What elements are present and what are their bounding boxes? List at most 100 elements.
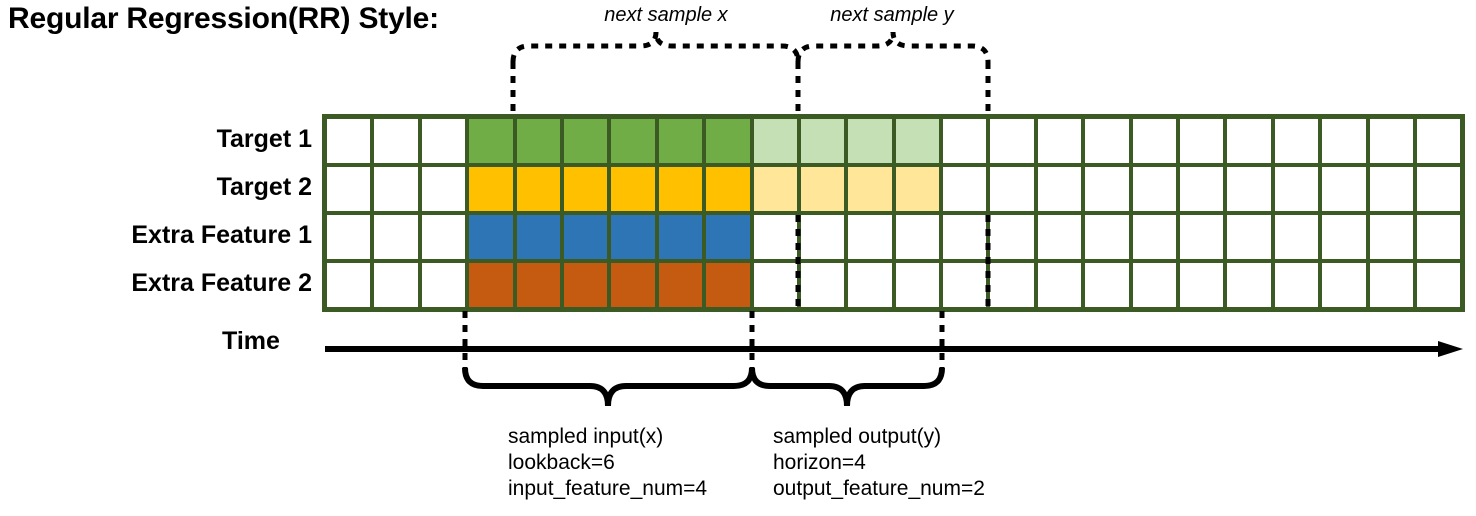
grid-cell-empty (421, 215, 466, 259)
grid-cell-input (611, 119, 655, 163)
grid-cell-input (611, 215, 655, 259)
grid-cell-empty (327, 215, 371, 259)
brace-sampled-input (462, 367, 755, 407)
grid-cell-empty (1085, 119, 1129, 163)
time-axis-arrow (325, 341, 1463, 357)
grid-cell-empty (1227, 215, 1271, 259)
grid-cell-empty (421, 119, 466, 163)
grid-cell-input (563, 263, 608, 307)
grid-cell-input (706, 119, 750, 163)
grid-cell-input (516, 167, 560, 211)
grid-cell-empty (374, 119, 418, 163)
grid-cell-empty (374, 263, 418, 307)
grid-cell-empty (1322, 119, 1366, 163)
grid-cell-empty (1180, 167, 1224, 211)
grid-cell-output (848, 167, 892, 211)
grid-cell-empty (1085, 167, 1129, 211)
grid-cell-empty (943, 215, 987, 259)
grid-cell-empty (753, 263, 797, 307)
grid-cell-empty (1274, 263, 1319, 307)
grid-cell-input (706, 167, 750, 211)
grid-cell-input (706, 215, 750, 259)
grid-cell-input (611, 167, 655, 211)
grid-cell-empty (1180, 215, 1224, 259)
grid-cell-input (563, 215, 608, 259)
grid-cell-empty (848, 263, 892, 307)
grid-cell-output (800, 119, 845, 163)
grid-cell-empty (1037, 263, 1082, 307)
grid-cell-input (469, 263, 513, 307)
caption-sampled-input: sampled input(x) lookback=6 input_featur… (508, 425, 708, 500)
page-title: Regular Regression(RR) Style: (8, 2, 439, 35)
grid-cell-empty (1180, 119, 1224, 163)
grid-cell-empty (800, 215, 845, 259)
grid-cell-empty (753, 215, 797, 259)
grid-cell-output (895, 119, 940, 163)
grid-cell-output (895, 167, 940, 211)
grid-cell-empty (1322, 215, 1366, 259)
caption-sampled-output: sampled output(y) horizon=4 output_featu… (773, 425, 985, 500)
grid-cell-empty (895, 263, 940, 307)
grid-cell-empty (800, 263, 845, 307)
brace-sampled-output (749, 367, 945, 407)
grid-cell-input (516, 263, 560, 307)
grid-cell-empty (374, 215, 418, 259)
grid-cell-empty (895, 215, 940, 259)
grid-cell-empty (943, 119, 987, 163)
grid-cell-empty (990, 215, 1034, 259)
grid-cell-input (706, 263, 750, 307)
grid-cell-empty (1132, 263, 1177, 307)
grid-cell-empty (327, 167, 371, 211)
grid-cell-empty (1274, 119, 1319, 163)
row-label-extra-feature-2: Extra Feature 2 (131, 269, 312, 297)
grid-cell-input (658, 215, 703, 259)
annotation-next-sample-x: next sample x (604, 4, 728, 26)
grid-cell-empty (1037, 119, 1082, 163)
grid-cell-empty (1369, 263, 1413, 307)
grid-cell-empty (1369, 119, 1413, 163)
grid-row (327, 167, 1461, 211)
grid-cell-input (469, 167, 513, 211)
grid-cell-output (848, 119, 892, 163)
grid-cell-empty (1322, 167, 1366, 211)
grid-cell-input (563, 119, 608, 163)
grid-cell-empty (1274, 167, 1319, 211)
grid-cell-empty (1416, 263, 1461, 307)
grid-cell-empty (421, 263, 466, 307)
grid-cell-input (516, 119, 560, 163)
grid-cell-input (563, 167, 608, 211)
grid-cell-empty (943, 167, 987, 211)
grid-cell-output (753, 167, 797, 211)
grid-cell-empty (848, 215, 892, 259)
grid-cell-empty (990, 119, 1034, 163)
grid-cell-input (611, 263, 655, 307)
grid-cell-empty (1037, 167, 1082, 211)
grid-cell-input (658, 119, 703, 163)
grid-cell-empty (990, 263, 1034, 307)
grid-cell-output (800, 167, 845, 211)
grid-cell-input (658, 263, 703, 307)
brace-next-sample-y (795, 31, 991, 63)
grid-row (327, 263, 1461, 307)
grid-cell-empty (1227, 119, 1271, 163)
grid-cell-empty (1132, 215, 1177, 259)
row-label-target-2: Target 2 (216, 173, 312, 201)
grid-cell-empty (1322, 263, 1366, 307)
grid-cell-empty (990, 167, 1034, 211)
grid-cell-empty (421, 167, 466, 211)
row-label-extra-feature-1: Extra Feature 1 (131, 221, 312, 249)
annotation-next-sample-y: next sample y (830, 4, 954, 26)
grid-cell-empty (943, 263, 987, 307)
grid-cell-empty (327, 263, 371, 307)
row-label-target-1: Target 1 (216, 125, 312, 153)
timeline-grid (322, 114, 1466, 312)
grid-cell-empty (327, 119, 371, 163)
grid-cell-empty (374, 167, 418, 211)
grid-cell-empty (1416, 215, 1461, 259)
grid-cell-empty (1085, 263, 1129, 307)
grid-cell-empty (1132, 167, 1177, 211)
time-axis-label: Time (222, 327, 280, 355)
brace-next-sample-x (510, 31, 801, 63)
grid-row (327, 119, 1461, 163)
